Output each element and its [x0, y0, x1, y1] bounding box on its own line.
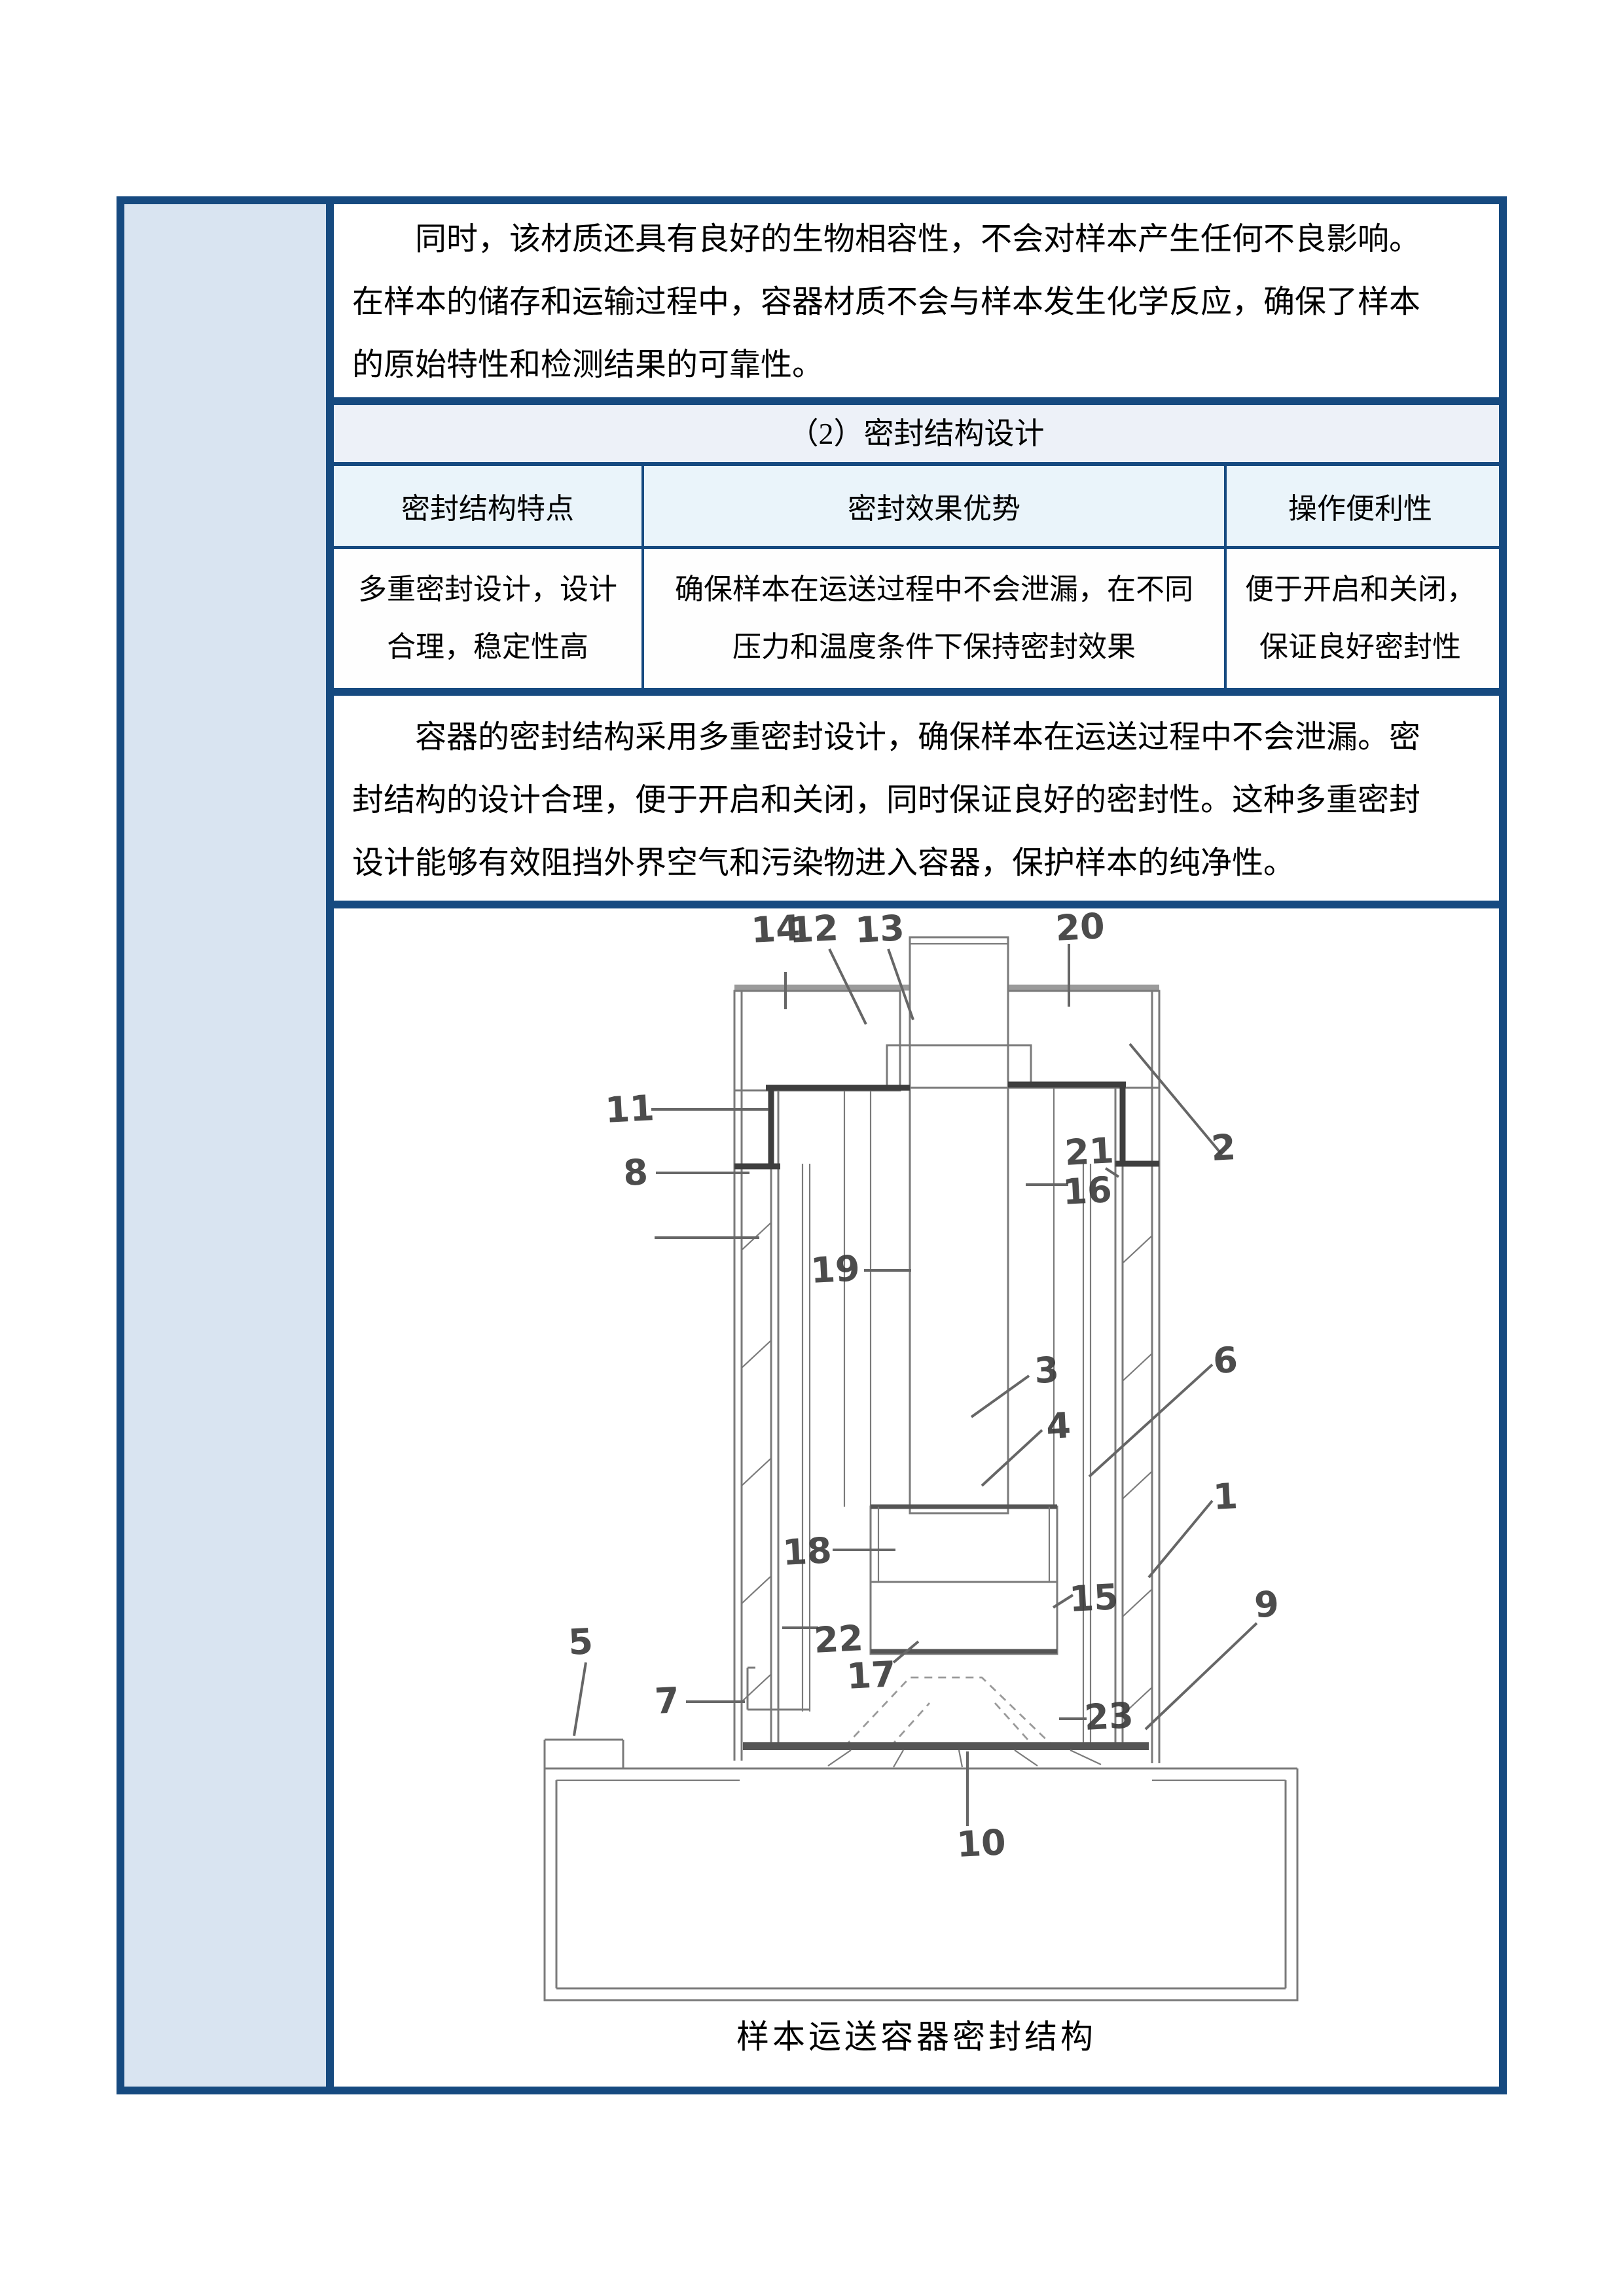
seal-plug-and-cup: [869, 1504, 1058, 1655]
lid-cap-blocks: [733, 984, 1161, 1092]
figure-label-19: 19: [810, 1247, 861, 1291]
column-header-seal-advantage: 密封效果优势: [641, 466, 1224, 546]
figure-label-5: 5: [568, 1621, 594, 1663]
cell-seal-feature: 多重密封设计，设计合理，稳定性高: [358, 573, 617, 663]
figure-label-6: 6: [1212, 1339, 1239, 1382]
divider: [334, 688, 1499, 696]
figure-label-20: 20: [1055, 910, 1106, 949]
seal-table-header-row: 密封结构特点 密封效果优势 操作便利性: [334, 466, 1499, 546]
figure-label-7: 7: [654, 1679, 681, 1722]
cell-seal-advantage: 确保样本在运送过程中不会泄漏，在不同压力和温度条件下保持密封效果: [641, 549, 1224, 688]
section-header-seal-design: （2）密封结构设计: [334, 405, 1499, 462]
content-table: 同时，该材质还具有良好的生物相容性，不会对样本产生任何不良影响。 在样本的储存和…: [117, 196, 1507, 2094]
figure-label-17: 17: [846, 1653, 897, 1697]
figure-label-8: 8: [623, 1151, 649, 1194]
column-header-operability: 操作便利性: [1224, 466, 1494, 546]
divider: [334, 397, 1499, 405]
figure-label-14: 14: [750, 910, 801, 951]
paragraph-line: 容器的密封结构采用多重密封设计，确保样本在运送过程中不会泄漏。密: [415, 720, 1421, 755]
figure-label-3: 3: [1034, 1349, 1060, 1391]
paragraph-line: 同时，该材质还具有良好的生物相容性，不会对样本产生任何不良影响。: [415, 222, 1421, 257]
figure-label-11: 11: [604, 1087, 655, 1131]
figure-label-1: 1: [1212, 1475, 1239, 1518]
label-leader-lines: [573, 944, 1258, 1826]
table-left-column: [124, 204, 334, 2087]
paragraph-line: 的原始特性和检测结果的可靠性。: [352, 348, 824, 382]
paragraph-seal-structure: 容器的密封结构采用多重密封设计，确保样本在运送过程中不会泄漏。密 封结构的设计合…: [334, 696, 1499, 901]
figure-label-18: 18: [782, 1530, 833, 1573]
figure-label-23: 23: [1083, 1695, 1134, 1738]
figure-label-21: 21: [1064, 1130, 1115, 1174]
bottom-seal-membrane: [743, 1666, 1149, 1768]
paragraph-line: 设计能够有效阻挡外界空气和污染物进入容器，保护样本的纯净性。: [352, 846, 1295, 880]
divider: [334, 462, 1499, 466]
figure-label-22: 22: [813, 1617, 864, 1661]
column-header-seal-feature: 密封结构特点: [401, 493, 574, 525]
figure-label-9: 9: [1254, 1583, 1280, 1626]
seal-table-data-row: 多重密封设计，设计合理，稳定性高 确保样本在运送过程中不会泄漏，在不同压力和温度…: [334, 549, 1499, 688]
container-walls: [733, 991, 1161, 1763]
figure-label-2: 2: [1210, 1126, 1237, 1169]
swab-shaft: [909, 936, 1009, 1515]
figure-label-16: 16: [1062, 1169, 1113, 1213]
divider: [334, 901, 1499, 908]
paragraph-line: 封结构的设计合理，便于开启和关闭，同时保证良好的密封性。这种多重密封: [352, 783, 1421, 817]
figure-label-10: 10: [956, 1821, 1007, 1865]
cell-operability: 便于开启和关闭，保证良好密封性: [1224, 549, 1494, 688]
figure-label-12: 12: [788, 910, 839, 951]
paragraph-line: 在样本的储存和运输过程中，容器材质不会与样本发生化学反应，确保了样本: [352, 285, 1421, 319]
figure-label-13: 13: [854, 910, 905, 951]
figure-label-4: 4: [1045, 1405, 1072, 1447]
outer-transport-box: [543, 1738, 1299, 2001]
seal-step-brackets: [734, 1081, 1159, 1170]
divider: [334, 546, 1499, 549]
figure-label-15: 15: [1068, 1576, 1119, 1620]
figure-caption: 样本运送容器密封结构: [736, 2018, 1096, 2055]
paragraph-biocompatibility: 同时，该材质还具有良好的生物相容性，不会对样本产生任何不良影响。 在样本的储存和…: [334, 204, 1499, 397]
table-main-column: 同时，该材质还具有良好的生物相容性，不会对样本产生任何不良影响。 在样本的储存和…: [334, 204, 1499, 2087]
